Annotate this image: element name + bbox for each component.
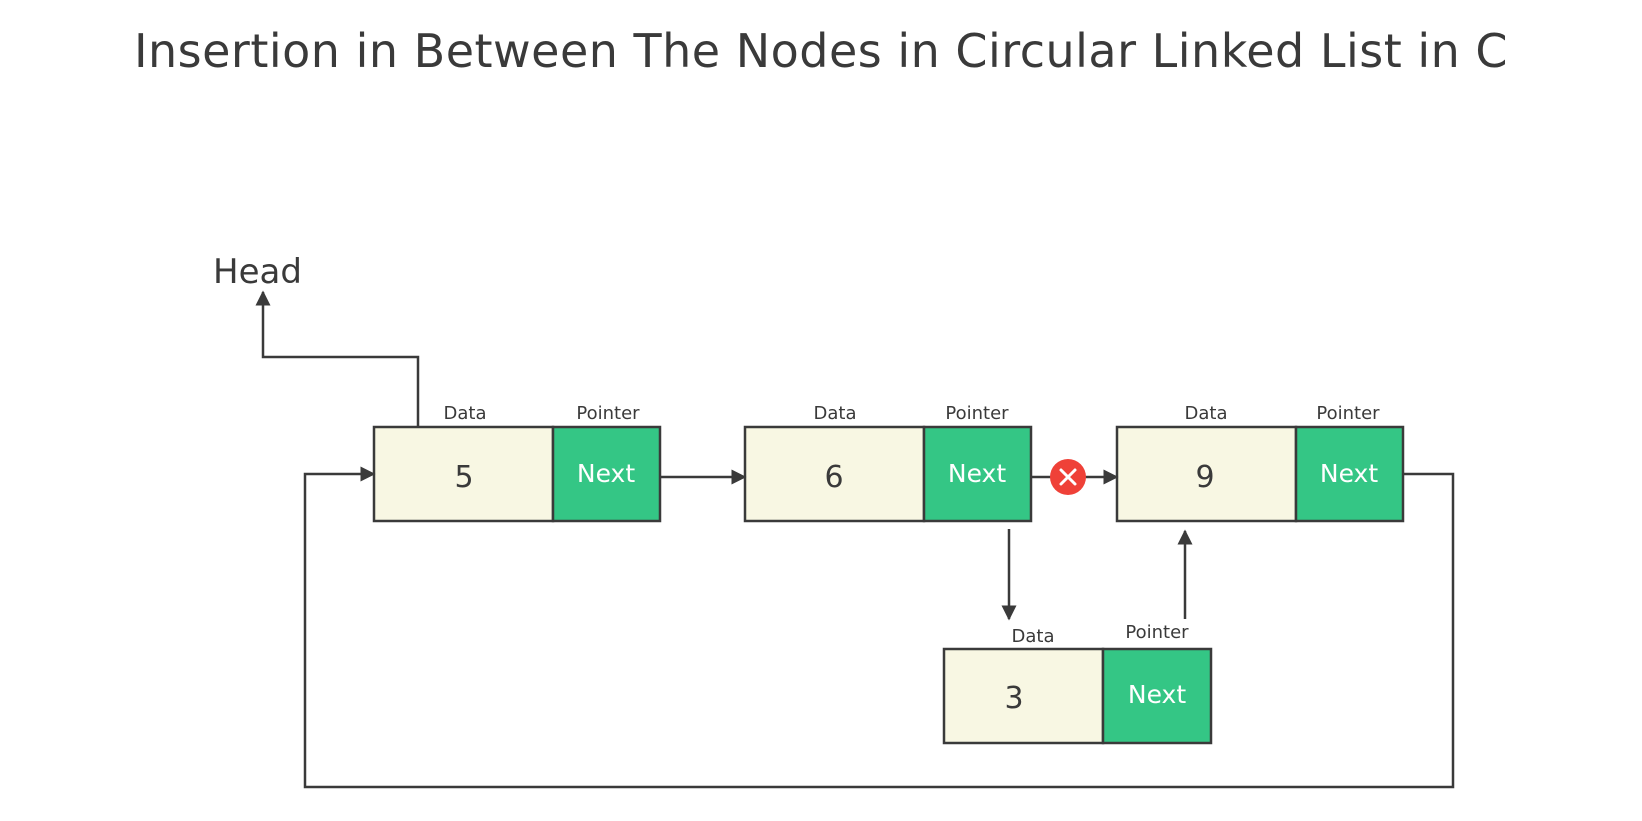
pointer-label: Pointer <box>576 403 640 424</box>
node-value: 3 <box>1004 681 1023 716</box>
head-label: Head <box>213 252 302 292</box>
data-label: Data <box>814 403 857 424</box>
node-value: 5 <box>454 460 473 495</box>
x-mark-icon <box>1050 459 1086 495</box>
pointer-cell <box>922 425 1033 523</box>
node-3: Data Pointer 3 Next <box>942 622 1213 745</box>
node-value: 6 <box>824 460 843 495</box>
circular-link-arrow-9-to-5 <box>303 466 1455 789</box>
data-label: Data <box>1185 403 1228 424</box>
pointer-cell <box>1101 647 1213 745</box>
data-cell <box>372 425 555 523</box>
next-label: Next <box>1320 459 1378 488</box>
node-5: Data Pointer 5 Next <box>372 403 662 523</box>
pointer-cell <box>1294 425 1405 523</box>
node-6: Data Pointer 6 Next <box>743 403 1033 523</box>
node-9: Data Pointer 9 Next <box>1115 403 1405 523</box>
pointer-label: Pointer <box>1125 622 1189 643</box>
pointer-label: Pointer <box>945 403 1009 424</box>
pointer-cell <box>551 425 662 523</box>
head-pointer-arrow <box>255 290 420 427</box>
next-label: Next <box>577 459 635 488</box>
data-label: Data <box>444 403 487 424</box>
next-label: Next <box>1128 680 1186 709</box>
data-cell <box>1115 425 1298 523</box>
data-cell <box>942 647 1105 745</box>
diagram-title: Insertion in Between The Nodes in Circul… <box>133 24 1509 78</box>
next-label: Next <box>948 459 1006 488</box>
pointer-label: Pointer <box>1316 403 1380 424</box>
node-value: 9 <box>1195 460 1214 495</box>
data-label: Data <box>1012 626 1055 647</box>
